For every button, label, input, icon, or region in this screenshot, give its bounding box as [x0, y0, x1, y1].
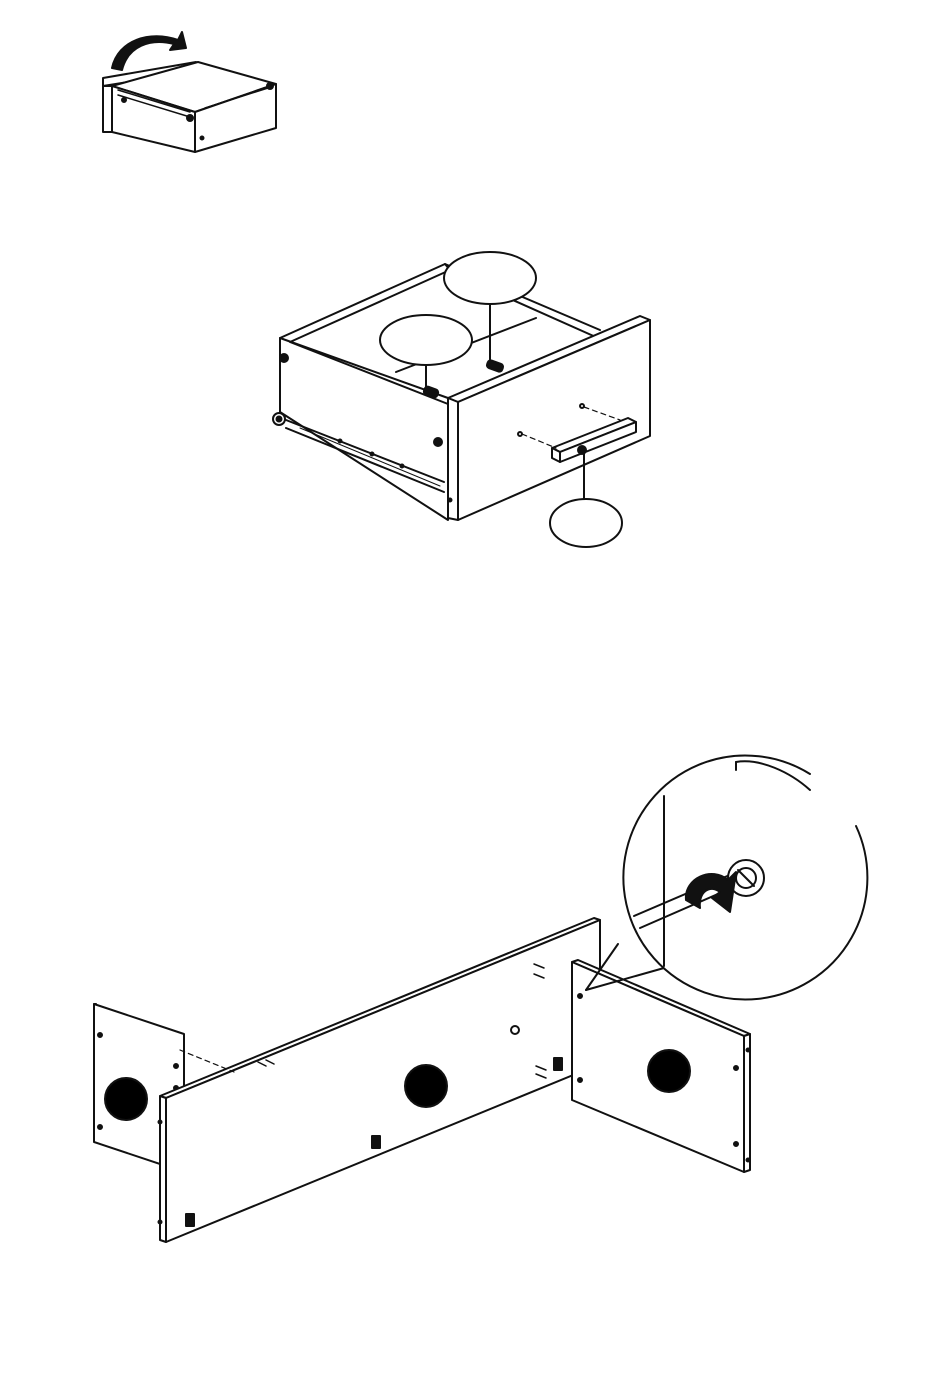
long-back-panel: [159, 918, 601, 1242]
step-3-assemble-panels: [94, 755, 867, 1242]
cam-lock-detail-circle: [586, 755, 867, 999]
drawer-front-panel: [448, 316, 650, 520]
step-2-attach-handle: [273, 252, 650, 547]
alignment-dashes: [180, 1050, 234, 1072]
black-dot-icon: [405, 1065, 447, 1107]
rotate-arrow-icon: [112, 32, 186, 70]
cam-lock-icon: [186, 1214, 194, 1226]
black-dot-icon: [105, 1078, 147, 1120]
dowel-icon: [486, 360, 504, 373]
screw-hole-icon: [518, 432, 522, 436]
screw-hole-icon: [580, 404, 584, 408]
cam-lock-icon: [372, 1136, 380, 1148]
black-dot-icon: [648, 1050, 690, 1092]
cam-lock-icon: [554, 1058, 562, 1070]
step-1-flip-drawer: [103, 32, 276, 152]
